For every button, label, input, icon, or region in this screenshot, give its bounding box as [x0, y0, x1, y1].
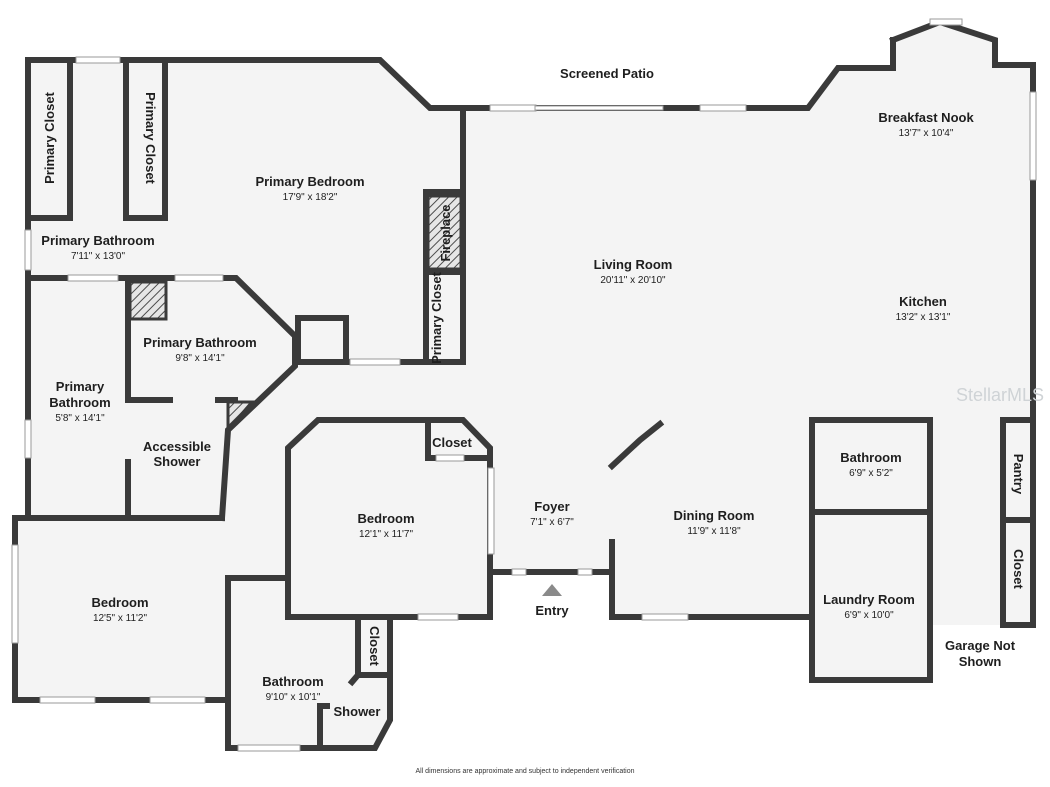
kitchen-dims: 13'2" x 13'1"	[896, 312, 951, 323]
primary-bedroom-dims: 17'9" x 18'2"	[283, 192, 338, 203]
closet-bathroom-2-label: Closet	[367, 626, 382, 666]
garage-label-line2: Shown	[959, 654, 1002, 669]
primary-bedroom-label: Primary Bedroom	[255, 174, 364, 189]
primary-closet-1-label: Primary Closet	[42, 91, 57, 183]
bedroom-1-dims: 12'1" x 11'7"	[359, 529, 414, 540]
chimney-shaft	[128, 280, 168, 321]
pantry-label: Pantry	[1011, 454, 1026, 495]
closet-bedroom-1-label: Closet	[432, 435, 472, 450]
primary-bathroom-2-dims: 9'8" x 14'1"	[175, 353, 225, 364]
garage-label-line1: Garage Not	[945, 638, 1016, 653]
fireplace-label: Fireplace	[438, 204, 453, 261]
bedroom-2-dims: 12'5" x 11'2"	[93, 613, 148, 624]
watermark: StellarMLS	[956, 385, 1044, 405]
primary-closet-2-label: Primary Closet	[143, 92, 158, 184]
foyer-dims: 7'1" x 6'7"	[530, 517, 574, 528]
entry-label: Entry	[535, 603, 569, 618]
primary-bathroom-1-label: Primary Bathroom	[41, 233, 154, 248]
bathroom-2-label: Bathroom	[262, 674, 323, 689]
primary-bathroom-3-dims: 5'8" x 14'1"	[55, 413, 105, 424]
primary-bathroom-3-label-line1: Primary	[56, 379, 105, 394]
living-room-label: Living Room	[594, 257, 673, 272]
laundry-room-label: Laundry Room	[823, 592, 915, 607]
foyer-label: Foyer	[534, 499, 569, 514]
entry-arrow-icon	[542, 584, 562, 596]
accessible-shower-label-line2: Shower	[154, 454, 201, 469]
kitchen-label: Kitchen	[899, 294, 947, 309]
floor-area	[15, 22, 1033, 748]
windows	[11, 18, 1037, 752]
bathroom-1-dims: 6'9" x 5'2"	[849, 468, 893, 479]
primary-bathroom-1-dims: 7'11" x 13'0"	[71, 251, 126, 262]
laundry-room-dims: 6'9" x 10'0"	[844, 610, 894, 621]
bathroom-2-dims: 9'10" x 10'1"	[266, 692, 321, 703]
breakfast-nook-dims: 13'7" x 10'4"	[899, 128, 954, 139]
living-room-dims: 20'11" x 20'10"	[600, 275, 666, 286]
screened-patio-label: Screened Patio	[560, 66, 654, 81]
accessible-shower-label-line1: Accessible	[143, 439, 211, 454]
dining-room-dims: 11'9" x 11'8"	[687, 526, 741, 537]
primary-bathroom-2-label: Primary Bathroom	[143, 335, 256, 350]
primary-bathroom-3-label-line2: Bathroom	[49, 395, 110, 410]
bedroom-1-label: Bedroom	[357, 511, 414, 526]
dining-room-label: Dining Room	[674, 508, 755, 523]
closet-kitchen-label: Closet	[1011, 549, 1026, 589]
dimensions-disclaimer: All dimensions are approximate and subje…	[415, 768, 634, 775]
breakfast-nook-label: Breakfast Nook	[878, 110, 974, 125]
primary-closet-3-label: Primary Closet	[429, 271, 444, 363]
shower-label: Shower	[334, 704, 381, 719]
bathroom-1-label: Bathroom	[840, 450, 901, 465]
bedroom-2-label: Bedroom	[91, 595, 148, 610]
